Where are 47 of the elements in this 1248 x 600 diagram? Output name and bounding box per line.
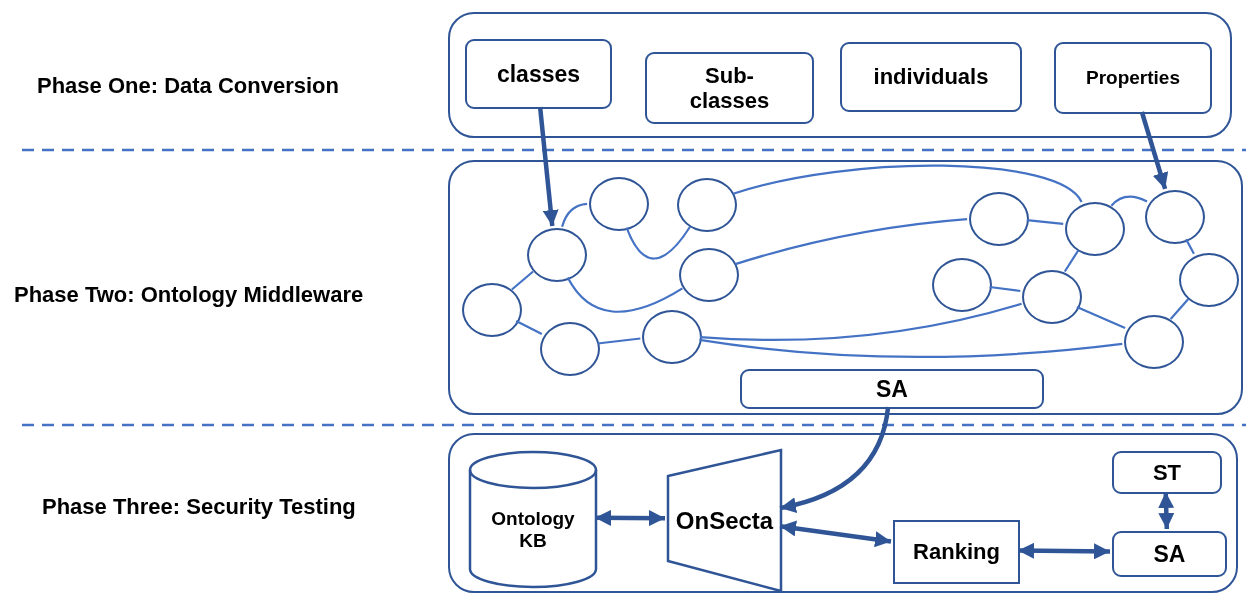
connector-line xyxy=(1185,238,1195,255)
rounded-box: classes xyxy=(465,39,612,109)
connector-line xyxy=(1026,219,1064,225)
concept-circle xyxy=(527,228,587,282)
connector-line xyxy=(1063,249,1080,273)
concept-circle xyxy=(1179,253,1239,307)
concept-circle xyxy=(1145,190,1205,244)
double-arrow xyxy=(595,509,665,527)
arrow xyxy=(537,106,559,227)
arrow xyxy=(1139,111,1169,190)
double-arrow xyxy=(1017,542,1111,560)
connector-line xyxy=(1169,298,1190,320)
connector-line xyxy=(597,337,641,345)
connector-line xyxy=(699,302,1022,341)
connector-line xyxy=(511,270,534,291)
arrow xyxy=(779,406,891,513)
connector-line xyxy=(1110,195,1148,207)
phase-heading: Phase Three: Security Testing xyxy=(42,494,356,520)
concept-circle xyxy=(1124,315,1184,369)
rounded-box: SA xyxy=(740,369,1044,409)
trapezoid-block: OnSecta xyxy=(667,449,782,592)
phase-heading: Phase Two: Ontology Middleware xyxy=(14,282,364,308)
process-box: Ranking xyxy=(893,520,1020,584)
connector-line xyxy=(625,225,692,260)
connector-line xyxy=(566,276,683,313)
connector-line xyxy=(699,338,1123,358)
connector-line xyxy=(732,164,1083,203)
concept-circle xyxy=(462,283,522,337)
database-cylinder: Ontology KB xyxy=(469,452,597,587)
concept-circle xyxy=(679,248,739,302)
connector-line xyxy=(515,320,543,335)
connector-line xyxy=(561,202,588,228)
rounded-box: Properties xyxy=(1054,42,1212,114)
rounded-box: SA xyxy=(1112,531,1227,577)
double-arrow xyxy=(1158,491,1175,530)
double-arrow xyxy=(779,520,892,548)
rounded-box: ST xyxy=(1112,451,1222,494)
concept-circle xyxy=(677,178,737,232)
concept-circle xyxy=(540,322,600,376)
connector-line xyxy=(735,218,968,266)
rounded-box: individuals xyxy=(840,42,1022,112)
concept-circle xyxy=(932,258,992,312)
concept-circle xyxy=(1022,270,1082,324)
connector-line xyxy=(989,285,1021,293)
connector-line xyxy=(1076,305,1126,330)
rounded-box: Sub-classes xyxy=(645,52,814,124)
phase-heading: Phase One: Data Conversion xyxy=(37,73,339,99)
